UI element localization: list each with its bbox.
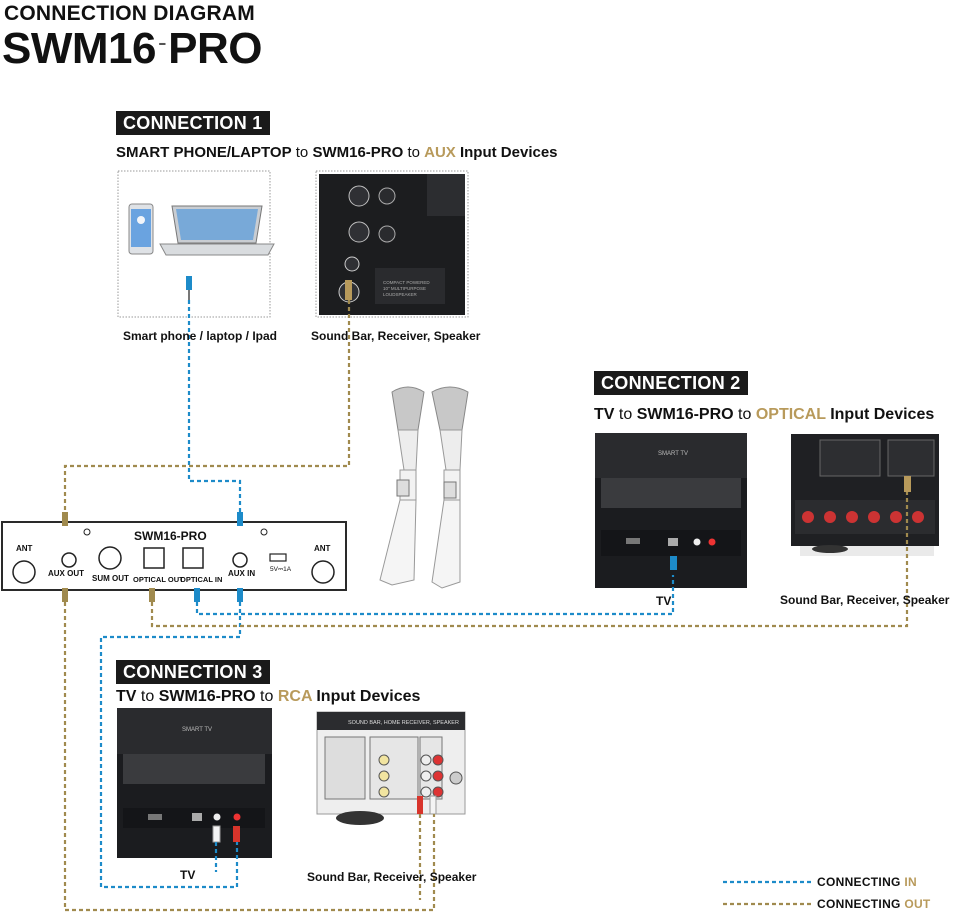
connection-3-dest-caption: Sound Bar, Receiver, Speaker [307,870,477,884]
receiver-back-panel-3: SOUND BAR, HOME RECEIVER, SPEAKER [316,711,466,825]
svg-text:SOUND BAR, HOME RECEIVER, SPEA: SOUND BAR, HOME RECEIVER, SPEAKER [348,720,459,726]
sum-out-jack [98,546,122,570]
microphone-right-icon [431,386,469,589]
model-title-main: SWM16 [2,24,156,73]
connection-1-subtitle: SMART PHONE/LAPTOP to SWM16-PRO to AUX I… [116,144,558,161]
smartphone-icon [128,203,154,255]
diagram-heading: CONNECTION DIAGRAM [4,2,255,25]
connection-3-subtitle: TV to SWM16-PRO to RCA Input Devices [116,688,421,705]
svg-text:COMPACT POWERED: COMPACT POWERED [383,280,430,285]
connecting-in-wires [99,300,812,889]
antenna-right-port [311,560,335,584]
connection-2-badge: CONNECTION 2 [594,371,748,395]
svg-text:10" MULTIPURPOSE: 10" MULTIPURPOSE [383,286,426,291]
connection-1-badge: CONNECTION 1 [116,111,270,135]
ant-right-label: ANT [314,544,331,553]
svg-text:SMART TV: SMART TV [658,451,688,457]
connection-3-source-caption: TV [180,868,196,882]
speaker-back-panel: COMPACT POWERED 10" MULTIPURPOSE LOUDSPE… [319,174,465,315]
optical-out-port [143,547,165,569]
model-title-separator: - [157,27,167,57]
aux-out-jack [61,552,77,568]
model-title: SWM16-PRO [2,24,263,74]
connecting-out-wires [63,300,909,912]
device-title: SWM16-PRO [134,529,207,543]
receiver-back-panel-2 [791,434,939,556]
microphone-left-icon [379,386,425,586]
connection-1-source-caption: Smart phone / laptop / Ipad [123,329,278,343]
connection-2-dest-caption: Sound Bar, Receiver, Speaker [780,593,950,607]
usb-power-port [269,553,287,562]
optical-in-port [182,547,204,569]
connection-1-dest-caption: Sound Bar, Receiver, Speaker [311,329,481,343]
laptop-icon [159,205,275,256]
swm16-pro-receiver [1,521,347,591]
optical-in-label: OPTICAL IN [180,575,223,584]
model-title-suffix: PRO [168,24,263,73]
optical-out-label: OPTICAL OUT [133,575,184,584]
connection-3-badge: CONNECTION 3 [116,660,270,684]
antenna-left-port [12,560,36,584]
legend-connecting-out: CONNECTING OUT [817,897,931,911]
aux-plug-icon [186,276,192,300]
connection-2-subtitle: TV to SWM16-PRO to OPTICAL Input Devices [594,406,935,423]
aux-in-label: AUX IN [228,569,256,578]
connection-2-source-caption: TV [656,594,672,608]
aux-out-label: AUX OUT [48,569,84,578]
svg-text:LOUDSPEAKER: LOUDSPEAKER [383,292,418,297]
aux-in-jack [232,552,248,568]
legend-connecting-in: CONNECTING IN [817,875,917,889]
aux-plug-gold-icon [345,280,352,300]
power-label: 5V⎓1A [270,566,292,573]
indicator-led-left [83,528,91,536]
svg-text:SMART TV: SMART TV [182,727,212,733]
sum-out-label: SUM OUT [92,574,129,583]
ant-left-label: ANT [16,544,33,553]
indicator-led-right [260,528,268,536]
